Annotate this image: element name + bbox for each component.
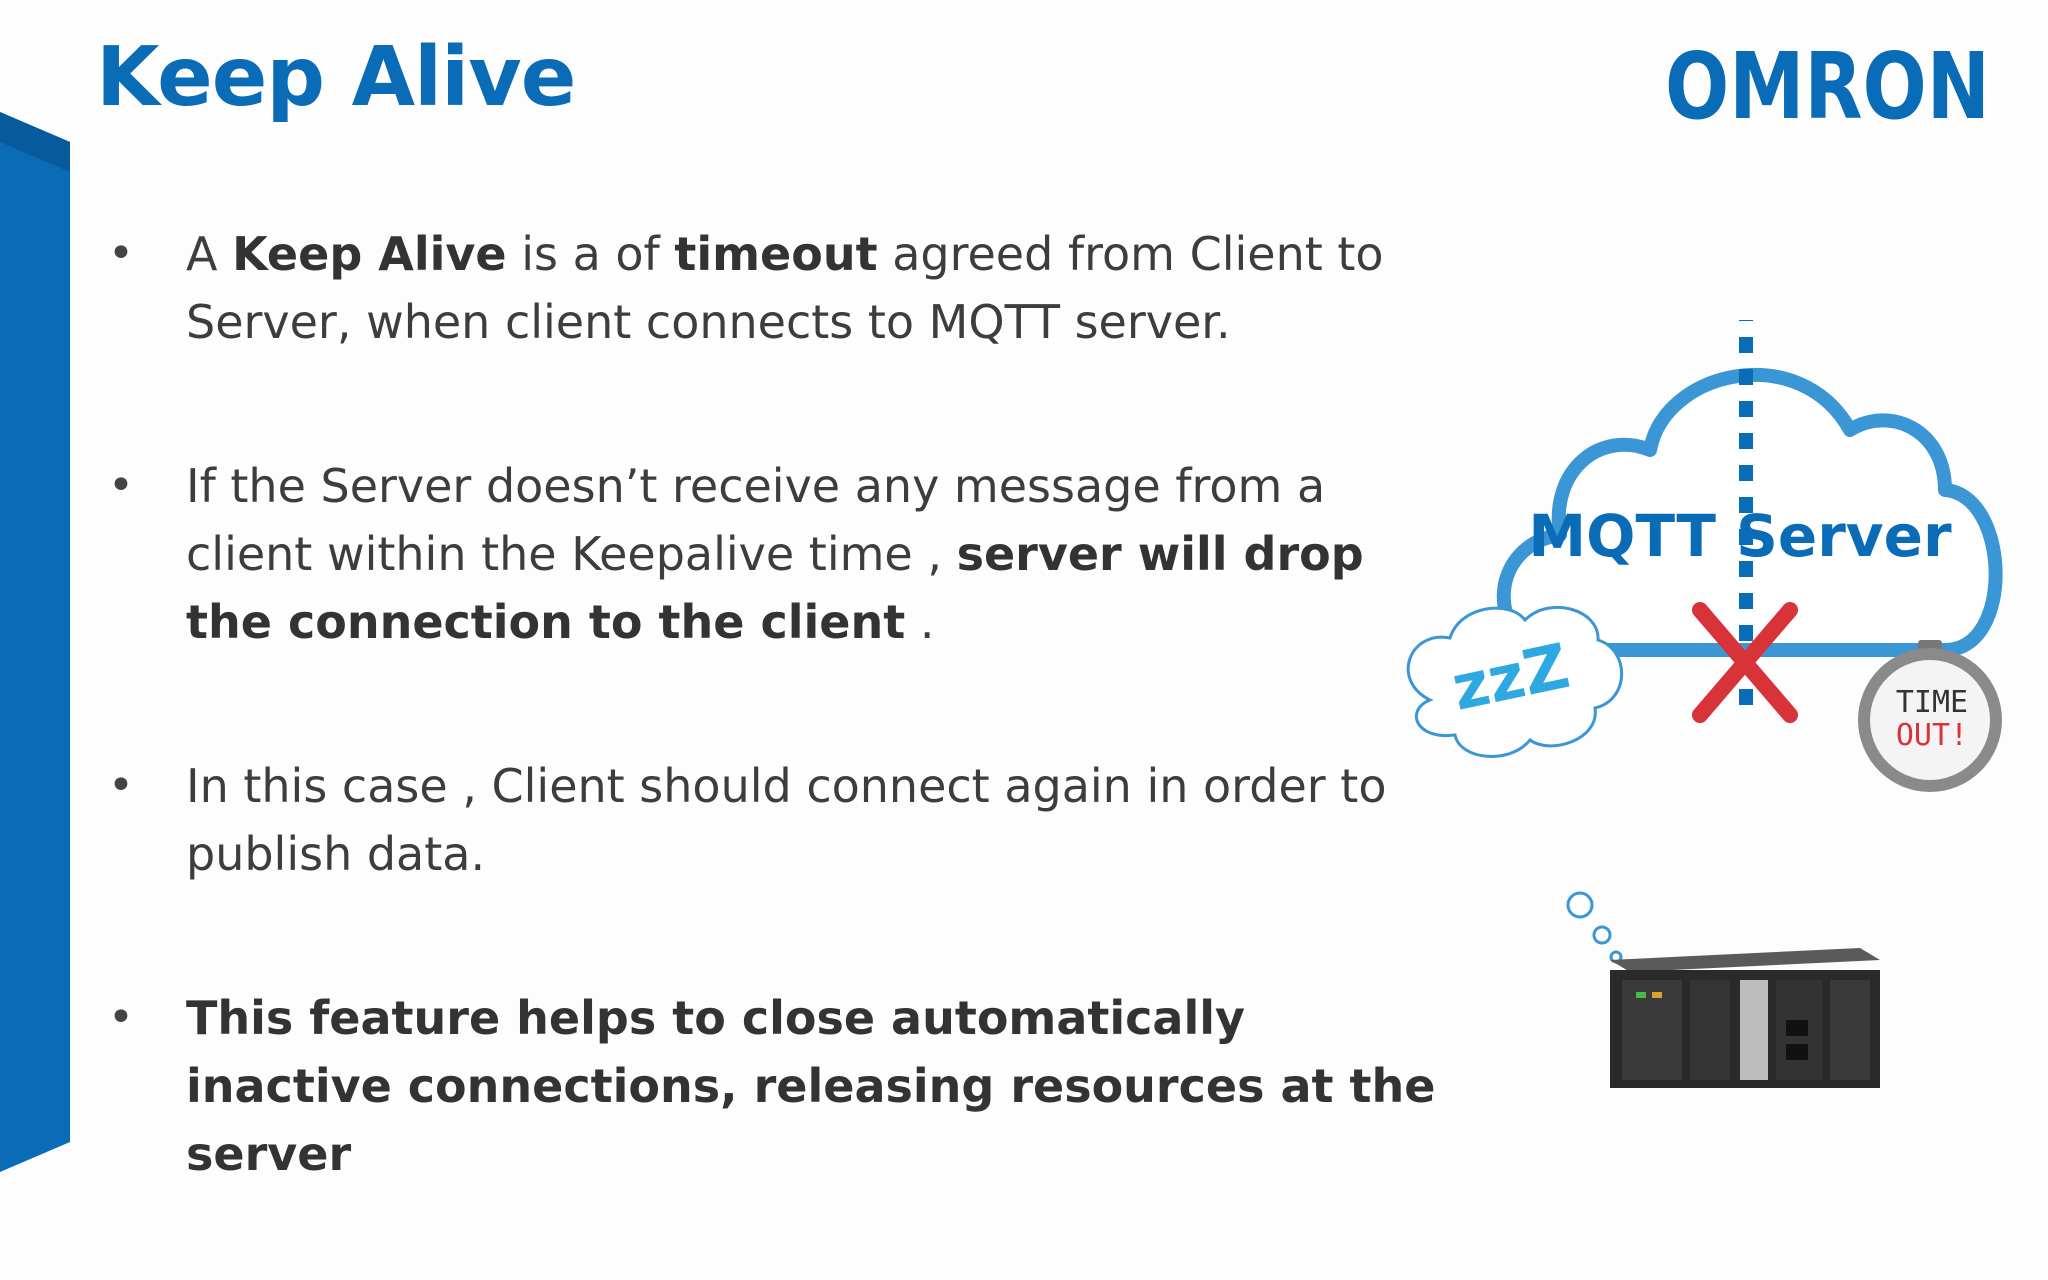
bullet-dot: • [108,460,134,511]
omron-logo-text: OMRON [1665,40,1990,130]
left-accent-bar [0,112,70,1172]
cloud-label: MQTT Server [1528,502,1952,570]
bullet-bold-segment: This feature helps to close automaticall… [186,991,1436,1181]
bullet-segment: is a of [506,227,675,281]
bullet-bold-segment: Keep Alive [232,227,507,281]
bullet-bold-segment: server will drop the connection to the c… [186,527,1364,649]
mqtt-diagram: TIME OUT! zzZ [1406,320,2003,1088]
timer-label-top: TIME [1896,685,1968,720]
bullet-text: A Keep Alive is a of timeout agreed from… [186,220,1446,356]
bullet-bold-segment: timeout [674,227,878,281]
bullet-segment: In this case , Client should connect aga… [186,759,1387,881]
bullet-dot: • [108,992,134,1043]
timer-label-bottom: OUT! [1896,718,1968,753]
bullet-text: In this case , Client should connect aga… [186,752,1446,888]
bullet-segment: A [186,227,233,281]
disconnect-cross-icon [1692,602,1798,723]
bullet-text: This feature helps to close automaticall… [186,984,1446,1188]
plc-device-icon [1610,948,1880,1088]
bullet-dot: • [108,760,134,811]
omron-logo: OMRON [1665,40,1990,130]
slide-title: Keep Alive [96,30,576,125]
stopwatch-timeout-icon: TIME OUT! [1858,640,2002,792]
bullet-segment: . [905,595,935,649]
thought-bubble-icon: zzZ [1406,605,1624,964]
bullet-segment: If the Server doesn’t receive any messag… [186,459,1326,581]
bullet-dot: • [108,228,134,279]
bullet-text: If the Server doesn’t receive any messag… [186,452,1446,656]
bullet-segment: agreed from Client to Server, when clien… [186,227,1384,349]
